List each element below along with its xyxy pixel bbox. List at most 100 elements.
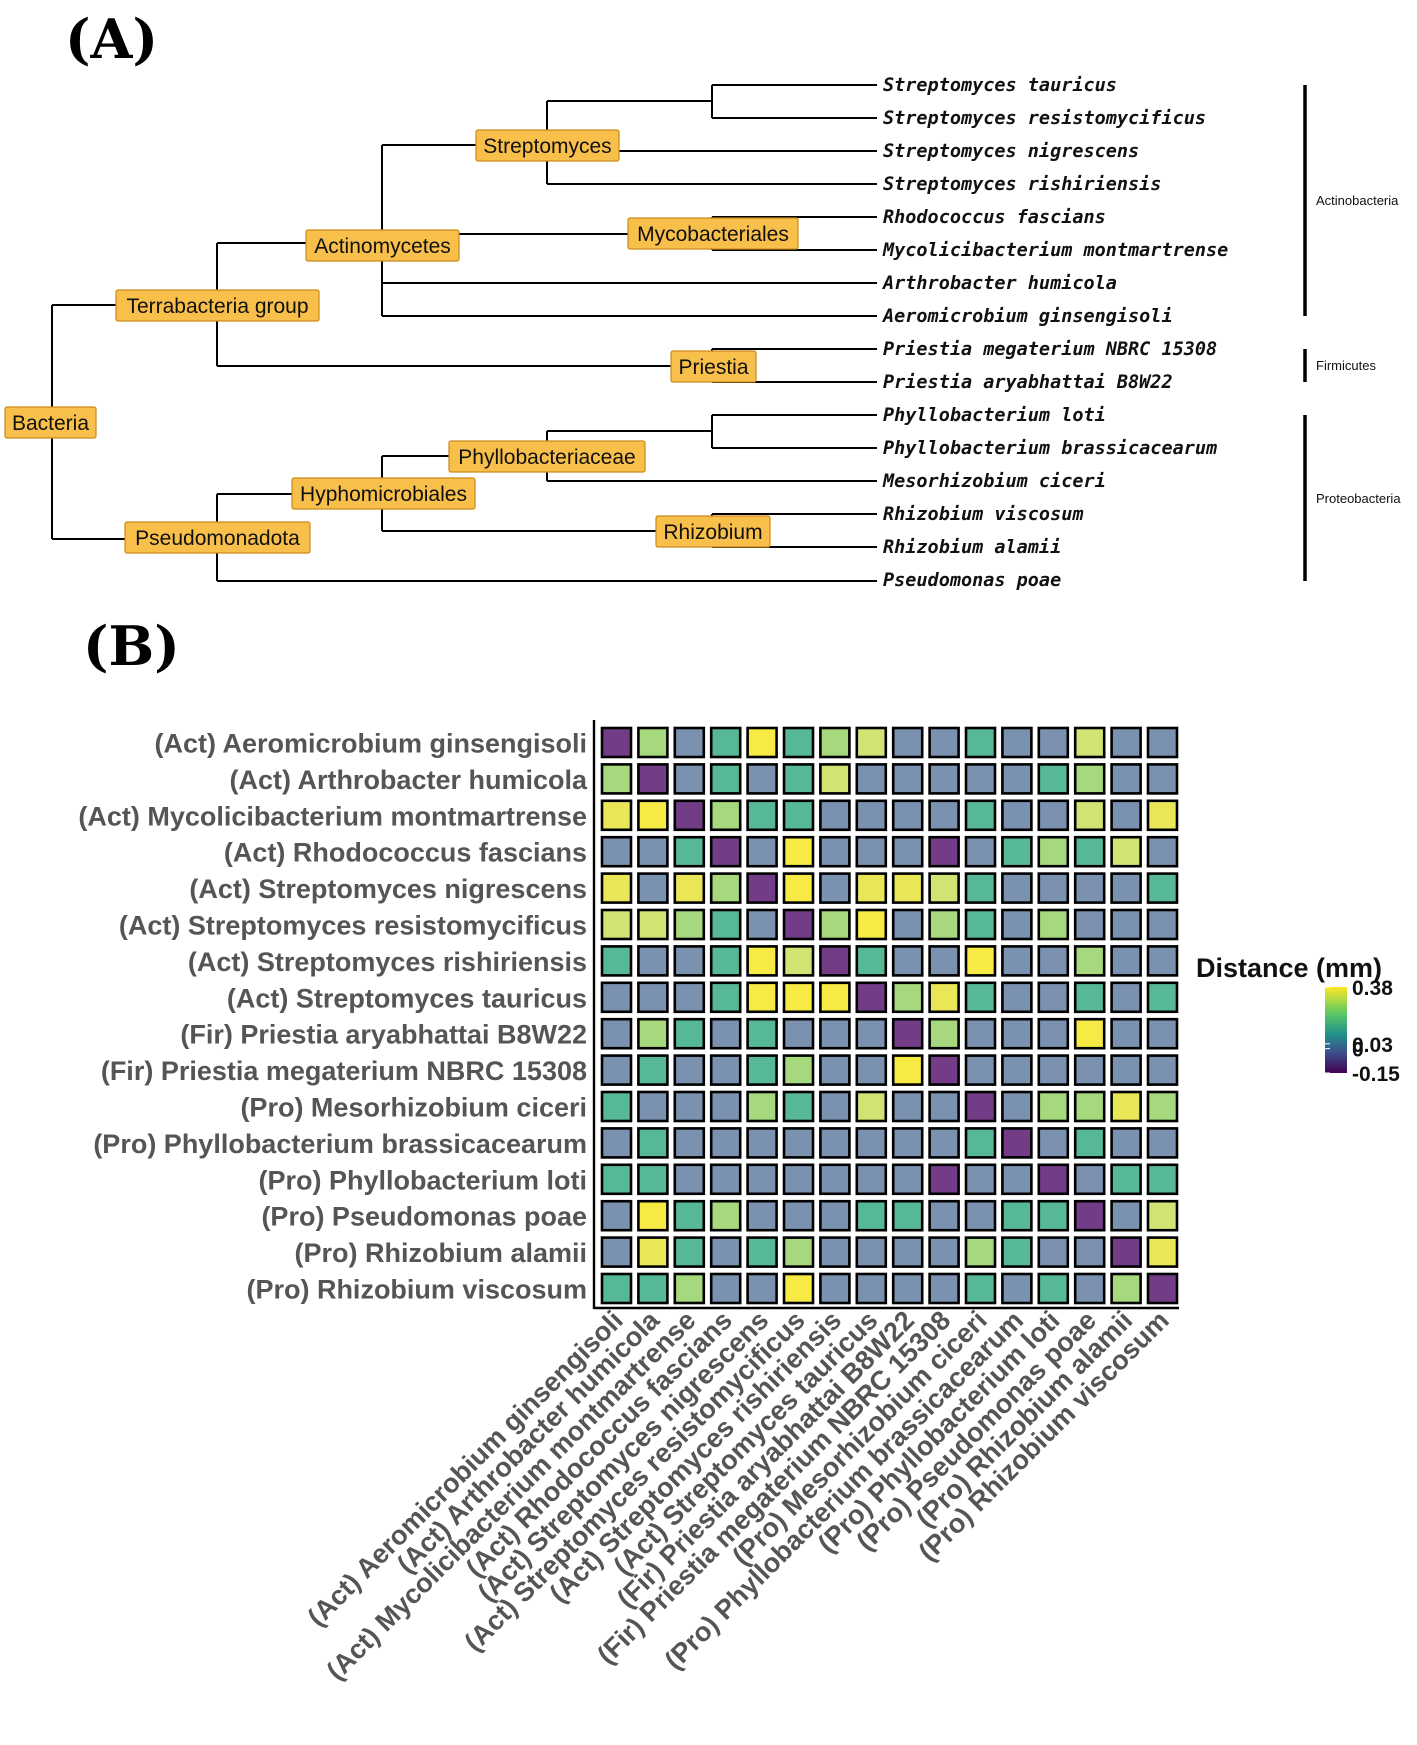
heatmap-cell	[1001, 799, 1033, 832]
heatmap-cell	[891, 872, 924, 904]
row-label: (Fir) Priestia aryabhattai B8W22	[180, 1020, 587, 1050]
row-label: (Act) Mycolicibacterium montmartrense	[78, 801, 587, 831]
heatmap-cell	[746, 872, 778, 904]
heatmap-cell	[855, 799, 888, 832]
node-rhizobium: Rhizobium	[655, 515, 771, 548]
colorbar	[1325, 987, 1347, 1073]
heatmap-cell	[1146, 1017, 1179, 1050]
heatmap-cell	[746, 945, 778, 977]
heatmap-cell	[782, 1199, 815, 1232]
heatmap-cell	[673, 835, 706, 868]
row-label: (Pro) Rhizobium viscosum	[246, 1275, 587, 1305]
heatmap-cell	[1146, 1054, 1179, 1086]
svg-text:Bacteria: Bacteria	[12, 412, 89, 435]
heatmap-cell	[1001, 835, 1033, 868]
heatmap-cell	[637, 1017, 669, 1050]
heatmap-cell	[1073, 1090, 1106, 1123]
heatmap-cell	[928, 1017, 960, 1050]
heatmap-cell	[1110, 908, 1142, 941]
svg-text:Hyphomicrobiales: Hyphomicrobiales	[300, 483, 467, 506]
heatmap-cell	[637, 1127, 669, 1159]
heatmap-cell	[1073, 1017, 1106, 1050]
heatmap-cell	[891, 981, 924, 1014]
heatmap-cell	[1001, 1017, 1033, 1050]
heatmap-cell	[746, 835, 778, 868]
distance-heatmap	[600, 726, 1179, 1305]
tip-label: Phyllobacterium brassicacearum	[883, 438, 1217, 459]
heatmap-cell	[928, 1090, 960, 1123]
heatmap-cell	[637, 945, 669, 977]
heatmap-cell	[891, 1199, 924, 1232]
heatmap-cell	[1001, 1163, 1033, 1196]
node-priestia: Priestia	[670, 350, 757, 383]
panel-a-label: (A)	[65, 7, 158, 71]
heatmap-cell	[709, 1017, 742, 1050]
heatmap-cell	[600, 835, 633, 868]
tip-label: Mycolicibacterium montmartrense	[882, 240, 1228, 261]
heatmap-cell	[891, 1163, 924, 1196]
heatmap-cell	[1146, 1163, 1179, 1196]
node-hyphomicrobiales: Hyphomicrobiales	[291, 477, 476, 510]
heatmap-cell	[709, 726, 742, 759]
heatmap-cell	[928, 872, 960, 904]
heatmap-cell	[855, 1127, 888, 1159]
heatmap-cell	[1037, 1236, 1070, 1268]
heatmap-cell	[1073, 1127, 1106, 1159]
phylum-label-actinobacteria: Actinobacteria	[1316, 193, 1399, 208]
heatmap-cell	[709, 1199, 742, 1232]
heatmap-cell	[709, 1163, 742, 1196]
heatmap-cell	[673, 763, 706, 795]
heatmap-cell	[637, 981, 669, 1014]
node-terrabacteria-group: Terrabacteria group	[115, 289, 320, 322]
heatmap-cell	[1110, 1199, 1142, 1232]
heatmap-cell	[964, 872, 997, 904]
heatmap-cell	[855, 1017, 888, 1050]
heatmap-cell	[746, 908, 778, 941]
heatmap-cell	[855, 872, 888, 904]
heatmap-cell	[855, 945, 888, 977]
tip-label: Aeromicrobium ginsengisoli	[881, 306, 1173, 327]
row-label: (Pro) Phyllobacterium loti	[258, 1165, 587, 1195]
heatmap-cell	[819, 981, 851, 1014]
heatmap-cell	[600, 799, 633, 832]
svg-text:Mycobacteriales: Mycobacteriales	[637, 223, 789, 246]
panel-b-label: (B)	[83, 614, 180, 678]
heatmap-cell	[819, 1090, 851, 1123]
heatmap-cell	[1073, 1236, 1106, 1268]
heatmap-cell	[1073, 872, 1106, 904]
heatmap-cell	[1146, 799, 1179, 832]
colorbar-legend: Distance (mm) 0.380.030-0.15	[1196, 953, 1400, 1086]
heatmap-cell	[1073, 945, 1106, 977]
phylum-label-proteobacteria: Proteobacteria	[1316, 491, 1401, 506]
heatmap-cell	[637, 763, 669, 795]
heatmap-cell	[709, 1236, 742, 1268]
tip-label: Rhodococcus fascians	[883, 207, 1106, 228]
colorbar-ticks: 0.380.030-0.15	[1325, 977, 1400, 1086]
heatmap-cell	[637, 835, 669, 868]
heatmap-cell	[964, 1272, 997, 1305]
svg-text:Streptomyces: Streptomyces	[483, 135, 611, 158]
heatmap-cell	[673, 726, 706, 759]
heatmap-cell	[891, 799, 924, 832]
heatmap-cell	[746, 1090, 778, 1123]
row-label: (Pro) Mesorhizobium ciceri	[240, 1093, 587, 1123]
heatmap-cell	[1146, 1199, 1179, 1232]
phylogenetic-tree	[51, 84, 877, 582]
tree-node-labels: Bacteria Terrabacteria group Actinomycet…	[4, 129, 799, 554]
heatmap-cell	[1146, 1272, 1179, 1305]
heatmap-cell	[709, 799, 742, 832]
heatmap-cell	[819, 1199, 851, 1232]
heatmap-cell	[819, 1054, 851, 1086]
heatmap-cell	[964, 1163, 997, 1196]
heatmap-cell	[1001, 1236, 1033, 1268]
tip-label: Streptomyces tauricus	[883, 75, 1117, 96]
node-mycobacteriales: Mycobacteriales	[627, 217, 799, 250]
heatmap-cell	[673, 1272, 706, 1305]
heatmap-cell	[709, 872, 742, 904]
node-actinomycetes: Actinomycetes	[305, 229, 460, 262]
heatmap-cell	[1037, 726, 1070, 759]
heatmap-cell	[1001, 726, 1033, 759]
heatmap-cell	[855, 1054, 888, 1086]
heatmap-cell	[819, 872, 851, 904]
heatmap-cell	[891, 763, 924, 795]
